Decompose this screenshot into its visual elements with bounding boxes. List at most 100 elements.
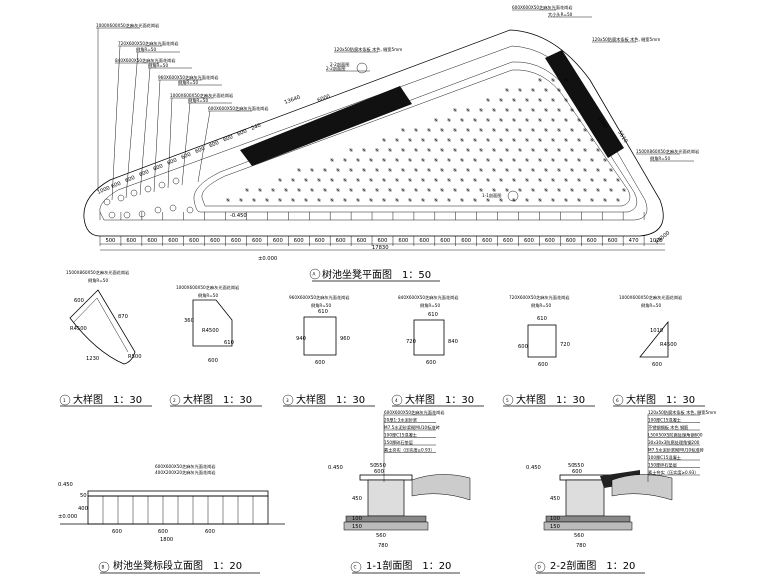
bottom-dimension: 600 [545, 238, 555, 244]
plant-symbol [609, 188, 613, 192]
plant-symbol [512, 98, 516, 102]
plant-symbol [453, 108, 457, 112]
callout-circle [186, 206, 194, 214]
plant-symbol [395, 178, 399, 182]
detail-note: 960X600X50芝麻灰光面花岗岩 [289, 294, 350, 301]
plant-symbol [349, 188, 353, 192]
plant-symbol [356, 158, 360, 162]
detail-note: 1000X600X50芝麻灰光面花岗岩 [176, 284, 239, 291]
plant-symbol [583, 148, 587, 152]
plant-symbol [375, 188, 379, 192]
section-1-title-marker-letter: C [354, 565, 357, 570]
plant-symbol [440, 168, 444, 172]
plant-symbol [479, 188, 483, 192]
callout-circle [117, 194, 125, 202]
elevation-label: ±0.000 [258, 256, 277, 262]
plant-symbol [427, 128, 431, 132]
elevation-level: ±0.000 [58, 514, 77, 520]
leader-line [139, 67, 151, 196]
plant-symbol [544, 88, 548, 92]
bottom-dimension: 500 [105, 238, 115, 244]
plan-note: 1000X600X50芝麻灰光面花岗岩 [170, 92, 233, 99]
section-dimension: 450 [352, 496, 362, 502]
plant-symbol [226, 198, 230, 202]
section-note: 100厚C15混凝土 [384, 432, 417, 439]
plant-symbol [401, 188, 405, 192]
left-diagonal-dimension: 600 [181, 152, 192, 161]
detail-title-marker-number: 5 [506, 398, 509, 403]
plant-symbol [343, 198, 347, 202]
detail-note: 840X600X50芝麻灰光面花岗岩 [398, 294, 459, 301]
plant-symbol [499, 198, 503, 202]
section-level: 0.450 [526, 465, 541, 471]
detail-title-marker [502, 394, 514, 406]
plant-symbol [252, 198, 256, 202]
plant-symbol [499, 178, 503, 182]
plant-symbol [362, 148, 366, 152]
detail-dimension: 960 [340, 336, 350, 342]
plant-symbol [395, 138, 399, 142]
section-1-title: 1-1剖面图 1：20 [366, 559, 451, 572]
plant-symbol [408, 198, 412, 202]
detail-title-marker [282, 394, 294, 406]
plant-symbol [356, 178, 360, 182]
section-2-title: 2-2剖面图 1：20 [550, 559, 635, 572]
detail-dimension: 600 [518, 344, 528, 350]
elevation-cap [87, 490, 269, 497]
detail-dimension: 870 [118, 314, 128, 320]
elevation-title-marker-letter: B [102, 565, 105, 570]
detail-note: 1500X860X50芝麻灰光面花岗岩 [66, 269, 129, 276]
plant-symbol [323, 168, 327, 172]
bottom-dimension: 600 [210, 238, 220, 244]
detail-5-drawing [527, 324, 557, 358]
plant-symbol [258, 188, 262, 192]
plant-symbol [414, 128, 418, 132]
elevation-dimension: 400 [78, 506, 88, 512]
plant-symbol [551, 158, 555, 162]
plant-symbol [440, 128, 444, 132]
top-dimension-a: 13640 [284, 95, 302, 106]
plan-note: 倒角R=50 [650, 155, 670, 162]
plant-symbol [343, 178, 347, 182]
plant-symbol [512, 118, 516, 122]
section-dimension: 780 [378, 543, 388, 549]
plant-symbol [395, 158, 399, 162]
plant-symbol [590, 198, 594, 202]
plant-symbol [486, 98, 490, 102]
plant-symbol [583, 128, 587, 132]
detail-note-chamfer: 倒角R=50 [531, 302, 551, 309]
plant-symbol [505, 88, 509, 92]
detail-note-chamfer: 倒角R=50 [420, 302, 440, 309]
section-marker-2 [356, 62, 368, 74]
plant-symbol [551, 118, 555, 122]
plan-inner-outline [193, 61, 638, 213]
plant-symbol [551, 178, 555, 182]
plan-note: 720X600X50芝麻灰光面花岗岩 [118, 40, 179, 47]
section-note: 600X600X50芝麻灰光面花岗岩 [384, 409, 445, 416]
plant-symbol [505, 128, 509, 132]
elevation-dimension: 1800 [160, 537, 173, 543]
section-dimension: 150 [550, 524, 560, 530]
detail-title-marker-number: 1 [63, 398, 66, 403]
plant-symbol [388, 188, 392, 192]
plant-symbol [499, 138, 503, 142]
plant-symbol [538, 78, 542, 82]
detail-labels: 1500X860X50芝麻灰光面花岗岩倒角R=50600R45001230870… [59, 269, 705, 407]
detail-4-drawing [413, 319, 445, 356]
bottom-dimension: 600 [398, 238, 408, 244]
detail-dimension: 610 [428, 312, 438, 318]
plant-symbol [492, 188, 496, 192]
plant-symbol [512, 178, 516, 182]
plant-symbol [382, 198, 386, 202]
elevation-title-marker [98, 561, 110, 573]
plant-symbol [557, 188, 561, 192]
section-dimension: 150 [352, 524, 362, 530]
plant-symbol [499, 118, 503, 122]
elevation-view: 600X600X50芝麻灰光面花岗岩400X200X20芝麻灰光面花岗岩0.45… [58, 463, 285, 574]
section-note: 150厚碎石垫层 [648, 462, 677, 469]
plant-symbol [473, 138, 477, 142]
plant-symbol [401, 168, 405, 172]
detail-title-marker [59, 394, 71, 406]
bottom-dimension: 600 [231, 238, 241, 244]
